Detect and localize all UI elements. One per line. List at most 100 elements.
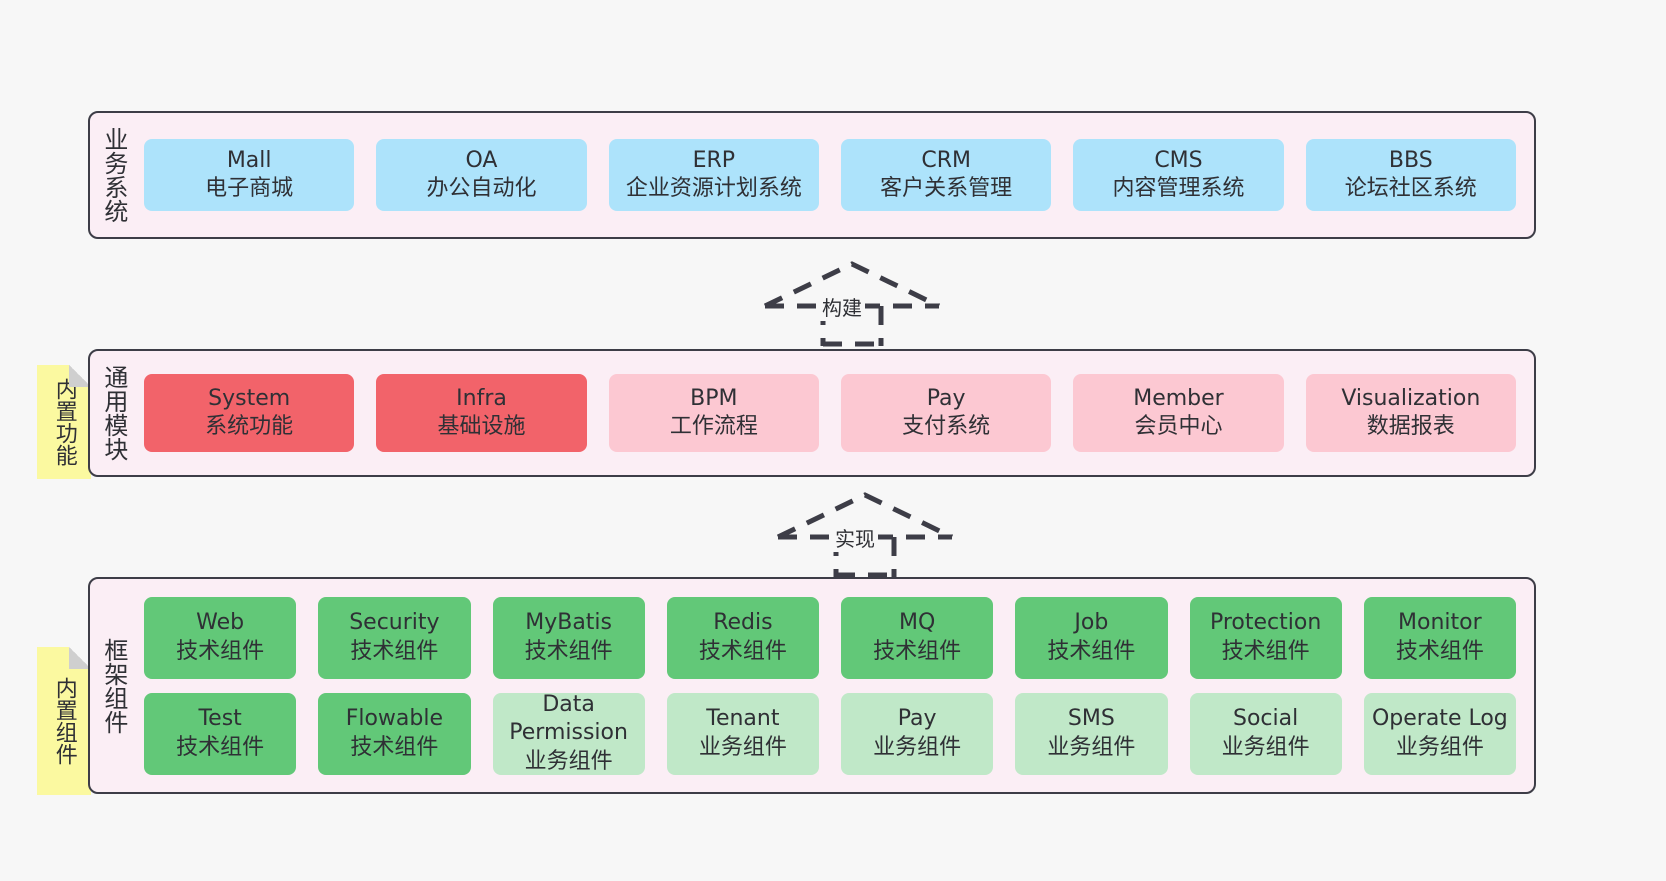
- card-pay[interactable]: Pay 支付系统: [840, 374, 1052, 452]
- card-title: CMS: [1154, 147, 1203, 173]
- card-tenant[interactable]: Tenant 业务组件: [666, 692, 819, 775]
- generalization-arrow-icon: [763, 261, 941, 347]
- card-subtitle: 会员中心: [1134, 414, 1223, 439]
- card-subtitle: 业务组件: [698, 734, 787, 760]
- card-title: Test: [198, 706, 242, 732]
- layer-body-common-module: System 系统功能 Infra 基础设施 BPM 工作流程 Pay 支付系统…: [136, 351, 1534, 475]
- card-subtitle: 论坛社区系统: [1344, 176, 1477, 201]
- card-subtitle: 客户关系管理: [880, 176, 1013, 201]
- layer-common-module: 通用模块 System 系统功能 Infra 基础设施 BPM 工作流程 Pay…: [88, 349, 1536, 477]
- card-web[interactable]: Web 技术组件: [144, 596, 297, 679]
- card-title: Protection: [1209, 610, 1322, 636]
- card-subtitle: 数据报表: [1366, 414, 1455, 439]
- card-test[interactable]: Test 技术组件: [144, 692, 297, 775]
- card-subtitle: 业务组件: [524, 748, 613, 774]
- card-title: Redis: [713, 610, 773, 636]
- card-operate-log[interactable]: Operate Log 业务组件: [1363, 692, 1516, 775]
- card-subtitle: 业务组件: [1047, 734, 1136, 760]
- card-visualization[interactable]: Visualization 数据报表: [1305, 374, 1516, 452]
- card-data-permission[interactable]: Data Permission 业务组件: [492, 692, 645, 775]
- card-title: Flowable: [345, 706, 444, 732]
- card-title: MQ: [898, 610, 936, 636]
- card-security[interactable]: Security 技术组件: [318, 596, 471, 679]
- card-subtitle: 工作流程: [669, 414, 758, 439]
- note-builtin-component: 内置组件: [37, 647, 91, 795]
- card-title: Web: [196, 610, 245, 636]
- card-cms[interactable]: CMS 内容管理系统: [1073, 139, 1284, 211]
- card-bbs[interactable]: BBS 论坛社区系统: [1305, 139, 1516, 211]
- card-mq[interactable]: MQ 技术组件: [841, 596, 994, 679]
- card-flowable[interactable]: Flowable 技术组件: [318, 692, 471, 775]
- layer-body-business-system: Mall 电子商城 OA 办公自动化 ERP 企业资源计划系统 CRM 客户关系…: [136, 113, 1534, 237]
- card-title: Security: [349, 610, 440, 636]
- card-title: Mall: [226, 147, 272, 173]
- layer-label-common-module: 通用模块: [99, 365, 128, 461]
- card-job[interactable]: Job 技术组件: [1015, 596, 1168, 679]
- card-pay-business[interactable]: Pay 业务组件: [841, 692, 994, 775]
- card-redis[interactable]: Redis 技术组件: [666, 596, 819, 679]
- card-erp[interactable]: ERP 企业资源计划系统: [608, 139, 819, 211]
- note-label: 内置组件: [51, 677, 77, 765]
- card-subtitle: 电子商城: [205, 176, 294, 201]
- note-label: 内置功能: [51, 378, 77, 466]
- card-title: MyBatis: [525, 610, 613, 636]
- card-title: Data: [542, 692, 595, 718]
- card-monitor[interactable]: Monitor 技术组件: [1363, 596, 1516, 679]
- note-builtin-feature: 内置功能: [37, 365, 91, 479]
- card-title: Pay: [926, 385, 966, 411]
- card-mall[interactable]: Mall 电子商城: [144, 139, 355, 211]
- card-system[interactable]: System 系统功能: [144, 374, 355, 452]
- card-title: Tenant: [706, 706, 780, 732]
- card-row: Web 技术组件 Security 技术组件 MyBatis 技术组件 Redi…: [144, 596, 1516, 679]
- card-title: Member: [1133, 385, 1224, 411]
- card-subtitle: 技术组件: [1395, 638, 1484, 664]
- card-subtitle: 系统功能: [205, 414, 294, 439]
- card-infra[interactable]: Infra 基础设施: [376, 374, 587, 452]
- card-protection[interactable]: Protection 技术组件: [1189, 596, 1342, 679]
- layer-body-framework-component: Web 技术组件 Security 技术组件 MyBatis 技术组件 Redi…: [136, 579, 1534, 792]
- arrow-implement: 实现: [770, 491, 960, 578]
- card-bpm[interactable]: BPM 工作流程: [608, 374, 819, 452]
- card-social[interactable]: Social 业务组件: [1189, 692, 1342, 775]
- card-title: Pay: [897, 706, 937, 732]
- card-subtitle: 业务组件: [1395, 734, 1484, 760]
- card-title: BPM: [690, 385, 738, 411]
- card-subtitle: 技术组件: [350, 734, 439, 760]
- card-title: ERP: [692, 147, 736, 173]
- card-oa[interactable]: OA 办公自动化: [376, 139, 587, 211]
- card-subtitle: 技术组件: [698, 638, 787, 664]
- card-title-line2: Permission: [509, 720, 628, 746]
- layer-label-business-system: 业务系统: [99, 127, 128, 223]
- layer-framework-component: 框架组件 Web 技术组件 Security 技术组件 MyBatis 技术组件…: [88, 577, 1536, 794]
- card-title: Social: [1233, 706, 1299, 732]
- card-member[interactable]: Member 会员中心: [1073, 374, 1284, 452]
- card-subtitle: 技术组件: [1221, 638, 1310, 664]
- card-subtitle: 技术组件: [1047, 638, 1136, 664]
- layer-business-system: 业务系统 Mall 电子商城 OA 办公自动化 ERP 企业资源计划系统 CRM…: [88, 111, 1536, 239]
- card-title: Monitor: [1398, 610, 1482, 636]
- layer-label-framework-component: 框架组件: [99, 637, 128, 734]
- card-mybatis[interactable]: MyBatis 技术组件: [492, 596, 645, 679]
- card-subtitle: 技术组件: [350, 638, 439, 664]
- card-subtitle: 技术组件: [176, 734, 265, 760]
- generalization-arrow-icon: [776, 492, 954, 578]
- card-sms[interactable]: SMS 业务组件: [1015, 692, 1168, 775]
- card-title: System: [208, 385, 291, 411]
- card-subtitle: 基础设施: [437, 414, 526, 439]
- card-title: OA: [465, 147, 498, 173]
- card-subtitle: 技术组件: [873, 638, 962, 664]
- card-subtitle: 业务组件: [873, 734, 962, 760]
- card-subtitle: 企业资源计划系统: [625, 176, 802, 201]
- arrow-label-implement: 实现: [832, 523, 878, 552]
- card-crm[interactable]: CRM 客户关系管理: [840, 139, 1052, 211]
- card-subtitle: 支付系统: [902, 414, 991, 439]
- card-subtitle: 内容管理系统: [1112, 176, 1245, 201]
- card-row: Test 技术组件 Flowable 技术组件 Data Permission …: [144, 692, 1516, 775]
- arrow-label-build: 构建: [819, 292, 865, 321]
- card-subtitle: 技术组件: [524, 638, 613, 664]
- card-row: System 系统功能 Infra 基础设施 BPM 工作流程 Pay 支付系统…: [144, 374, 1516, 452]
- card-title: Operate Log: [1371, 706, 1508, 732]
- card-title: Infra: [456, 385, 507, 411]
- card-row: Mall 电子商城 OA 办公自动化 ERP 企业资源计划系统 CRM 客户关系…: [144, 139, 1516, 211]
- card-title: BBS: [1388, 147, 1433, 173]
